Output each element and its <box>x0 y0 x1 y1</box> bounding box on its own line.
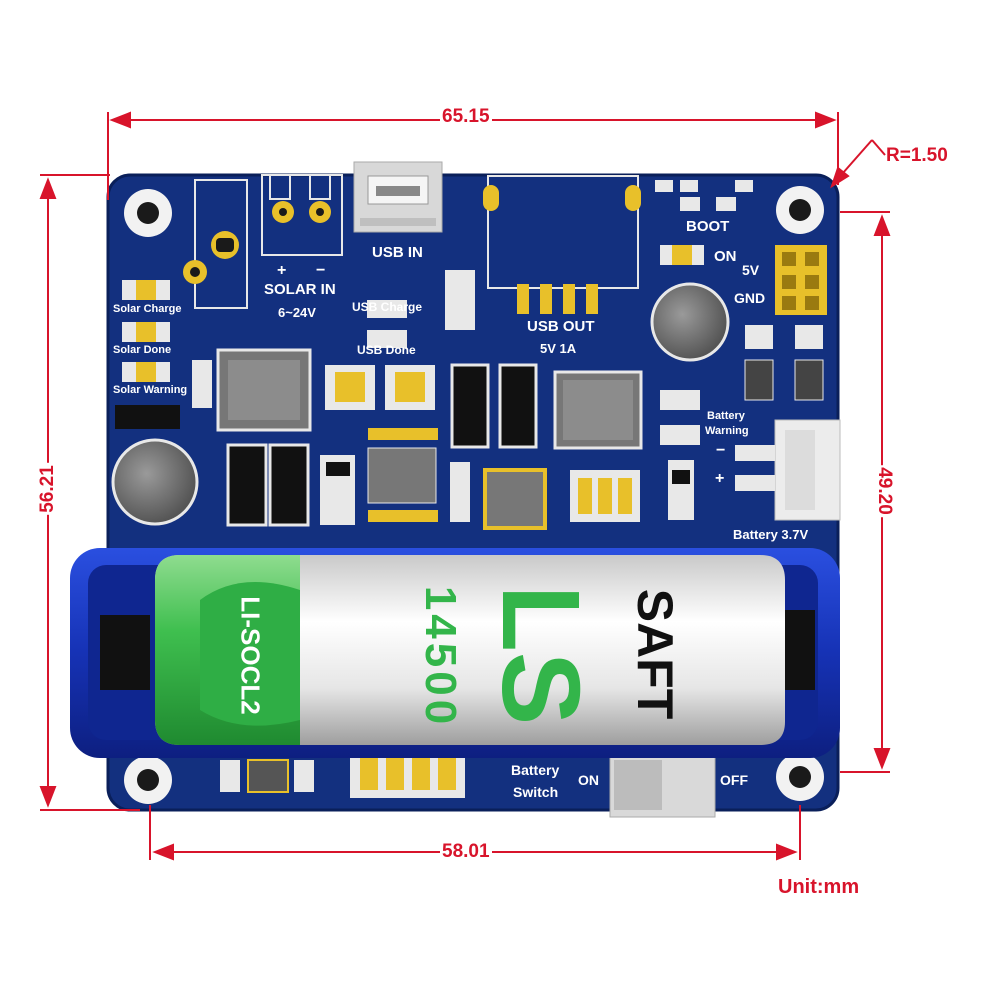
dimension-top-width: 65.15 <box>440 106 492 128</box>
battery-cell <box>155 555 785 745</box>
dimension-bottom-width: 58.01 <box>440 841 492 863</box>
label-battery-switch-1: Battery <box>511 762 560 778</box>
label-5v: 5V <box>742 262 760 278</box>
dimension-unit: Unit:mm <box>778 876 860 898</box>
label-battery-warning-1: Battery <box>707 410 745 422</box>
label-solar-range: 6~24V <box>278 305 316 320</box>
label-usb-charge: USB Charge <box>352 300 423 314</box>
label-battery-minus: − <box>716 442 726 459</box>
label-usb-out: USB OUT <box>527 318 595 335</box>
label-boot: BOOT <box>686 218 730 235</box>
label-switch-off: OFF <box>720 772 748 788</box>
mounting-hole-bottom-left <box>124 756 172 804</box>
label-usb-done: USB Done <box>357 343 416 357</box>
dimension-corner-radius: R=1.50 <box>886 145 948 166</box>
mounting-hole-top-left <box>124 189 172 237</box>
label-usb-out-rating: 5V 1A <box>540 341 577 356</box>
dimension-right-height: 49.20 <box>872 465 895 517</box>
usb-in-connector <box>353 161 443 233</box>
label-solar-charge: Solar Charge <box>113 303 182 315</box>
dimension-left-height: 56.21 <box>36 463 59 515</box>
label-solar-plus: + <box>277 262 287 279</box>
label-usb-in: USB IN <box>372 244 423 261</box>
label-solar-done: Solar Done <box>113 344 172 356</box>
power-header <box>775 245 827 315</box>
label-battery-switch-2: Switch <box>513 784 559 800</box>
mounting-hole-top-right <box>776 186 824 234</box>
label-battery-plus: + <box>715 470 725 487</box>
label-solar-warning: Solar Warning <box>113 384 188 396</box>
label-on: ON <box>714 248 737 265</box>
label-battery-voltage: Battery 3.7V <box>733 527 809 542</box>
label-battery-warning-2: Warning <box>705 425 749 437</box>
mounting-hole-bottom-right <box>776 753 824 801</box>
label-switch-on: ON <box>578 772 599 788</box>
label-solar-in: SOLAR IN <box>264 281 336 298</box>
label-gnd: GND <box>734 290 766 306</box>
label-solar-minus: − <box>316 262 326 279</box>
